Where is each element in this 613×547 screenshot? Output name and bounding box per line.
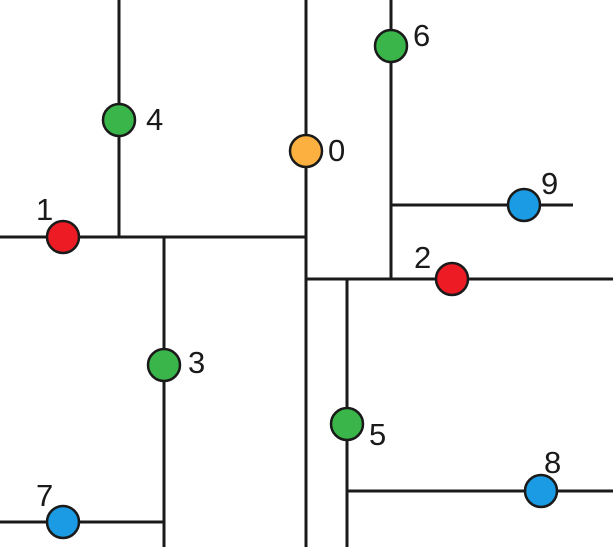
node-4-marker [101,102,137,138]
node-2: 2 [414,240,470,297]
node-0-marker [288,133,324,169]
node-7: 7 [36,478,81,540]
node-8-label: 8 [544,445,561,480]
node-6-marker [373,28,409,64]
node-2-label: 2 [414,240,431,275]
node-6-label: 6 [413,18,430,53]
node-3: 3 [146,345,205,383]
node-8: 8 [523,445,561,509]
node-9: 9 [506,166,558,223]
node-9-label: 9 [541,166,558,201]
node-9-marker [506,187,542,223]
nodes: 0 1 2 3 4 5 6 7 [36,18,561,540]
node-0-label: 0 [328,133,345,168]
node-3-label: 3 [188,345,205,380]
node-1-marker [45,219,81,255]
node-5: 5 [329,406,386,452]
node-8-marker [523,473,559,509]
node-7-marker [45,504,81,540]
node-1-label: 1 [36,192,53,227]
node-4-label: 4 [146,102,163,137]
node-6: 6 [373,18,430,64]
node-4: 4 [101,102,163,138]
node-2-marker [434,261,470,297]
node-5-label: 5 [369,417,386,452]
node-7-label: 7 [36,478,53,513]
node-3-marker [146,347,182,383]
node-5-marker [329,406,365,442]
node-0: 0 [288,133,345,169]
node-1: 1 [36,192,81,255]
